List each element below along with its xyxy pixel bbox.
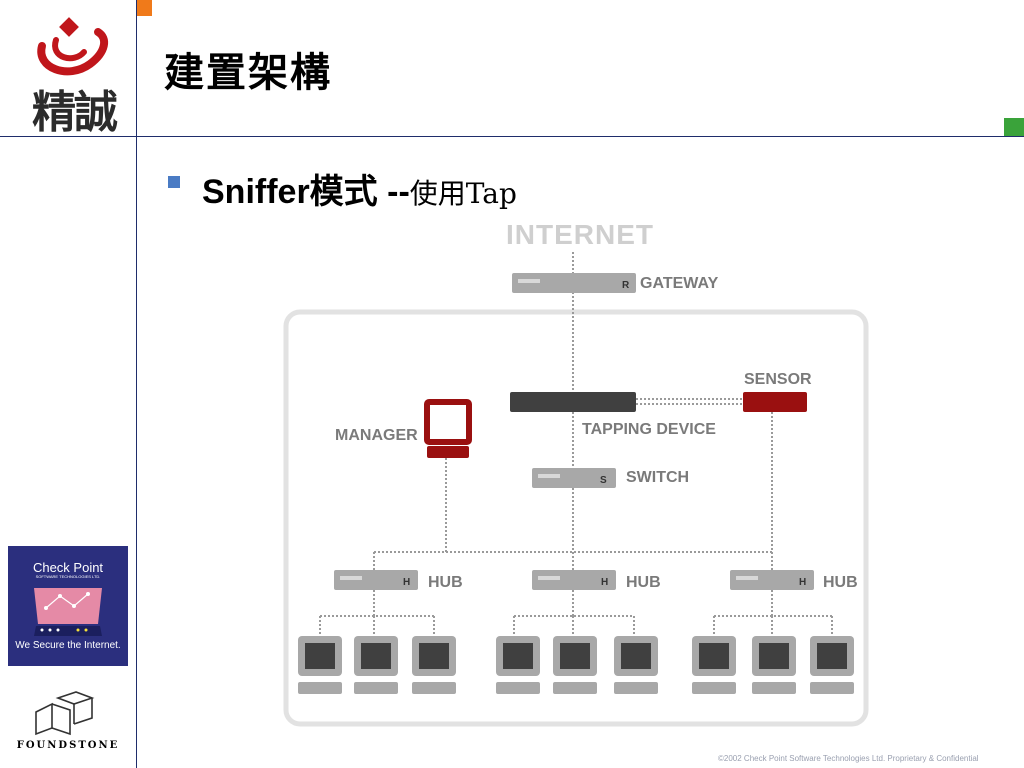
bullet-item: Sniffer模式 --使用Tap [202,164,517,213]
switch-label: SWITCH [626,469,689,486]
workstation-computer-icon [496,636,540,694]
workstation-computer-icon [810,636,854,694]
sensor-label: SENSOR [744,371,812,388]
hub-middle-tag: H [601,577,608,588]
manager-computer-icon [424,399,472,458]
hub-left: H HUB [334,570,463,591]
switch-device: S [532,468,616,488]
checkpoint-subtitle: SOFTWARE TECHNOLOGIES LTD. [35,574,101,579]
green-accent [1004,118,1024,136]
hub-right-label: HUB [823,574,858,591]
checkpoint-title: Check Point [32,560,104,575]
connection-lines [319,252,833,636]
checkpoint-logo: Check Point SOFTWARE TECHNOLOGIES LTD. W… [8,546,128,666]
tapping-device [510,392,636,412]
gateway-label: GATEWAY [640,275,719,292]
bullet-main-text: Sniffer模式 -- [202,173,410,211]
hub-middle-label: HUB [626,574,661,591]
page-title: 建置架構 [164,49,332,96]
sidebar-divider [136,0,137,768]
checkpoint-tagline: We Secure the Internet. [15,640,121,651]
workstation-computer-icon [553,636,597,694]
switch-tag: S [600,475,607,486]
workstation-computer-icon [412,636,456,694]
workstations [298,636,854,694]
internet-label: INTERNET [506,219,654,250]
hub-right-tag: H [799,577,806,588]
network-boundary [283,309,869,727]
gateway-tag: R [622,280,630,291]
checkpoint-art-icon [30,584,106,643]
footer-copyright: ©2002 Check Point Software Technologies … [718,754,979,763]
network-diagram: INTERNET R GATEWAY TAPPING DEVICE SENSOR… [280,216,880,740]
logo-swirl-icon [37,17,109,76]
workstation-computer-icon [752,636,796,694]
foundstone-logo-icon [30,690,100,740]
gateway-device: R [512,273,636,293]
manager-label: MANAGER [335,427,418,444]
hub-left-label: HUB [428,574,463,591]
hub-left-tag: H [403,577,410,588]
workstation-computer-icon [298,636,342,694]
sensor-device [743,392,807,412]
hub-right: H HUB [730,570,858,591]
logo-text: 精誠 [32,87,118,138]
workstation-computer-icon [354,636,398,694]
header-divider [0,136,1024,137]
bullet-sub-text: 使用Tap [409,177,517,210]
workstation-computer-icon [614,636,658,694]
company-logo: 精誠 [22,16,126,138]
bullet-square-icon [168,176,180,188]
hub-middle: H HUB [532,570,661,591]
tapping-device-label: TAPPING DEVICE [582,421,716,438]
workstation-computer-icon [692,636,736,694]
foundstone-text: FOUNDSTONE [16,740,120,751]
orange-accent [137,0,152,16]
